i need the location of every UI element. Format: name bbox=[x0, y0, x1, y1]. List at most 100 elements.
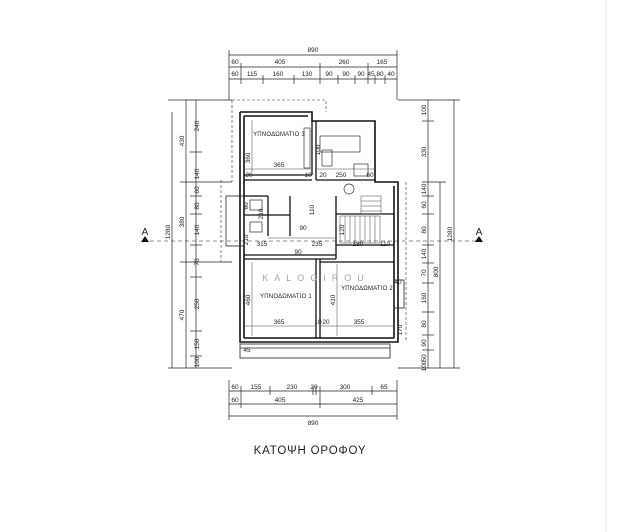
exterior-walls bbox=[239, 111, 399, 343]
svg-text:20: 20 bbox=[245, 172, 253, 179]
top-dim: 45 bbox=[367, 71, 375, 78]
right-dim: 140 bbox=[421, 183, 428, 194]
right-dim: 90 bbox=[421, 339, 428, 347]
svg-text:315: 315 bbox=[257, 241, 268, 248]
right-overall-dim: 1280 bbox=[447, 226, 454, 241]
right-dimension-lines bbox=[398, 99, 460, 369]
svg-text:235: 235 bbox=[312, 241, 323, 248]
left-dim: 240 bbox=[194, 120, 201, 131]
roof-outline bbox=[220, 99, 407, 342]
top-overall-dim: 890 bbox=[308, 47, 319, 54]
top-dim: 80 bbox=[376, 71, 384, 78]
room-label-bedroom-1: ΥΠΝΟΔΩΜΑΤΙΟ 1 bbox=[260, 294, 312, 300]
bottom-dim: 300 bbox=[340, 384, 351, 391]
top-dim: 60 bbox=[231, 59, 239, 66]
svg-text:60: 60 bbox=[366, 172, 374, 179]
left-dimension-lines bbox=[168, 99, 232, 369]
balconies bbox=[225, 195, 405, 359]
top-dim: 130 bbox=[302, 71, 313, 78]
bottom-dim: 65 bbox=[380, 384, 388, 391]
svg-text:20: 20 bbox=[319, 172, 327, 179]
top-dimension-labels: 890 60 405 260 165 60 115 160 130 90 90 … bbox=[231, 47, 395, 78]
svg-text:360: 360 bbox=[245, 152, 252, 163]
right-dim: 330 bbox=[421, 146, 428, 157]
plan-title: ΚΑΤΟΨΗ ΟΡΟΦΟΥ bbox=[254, 445, 367, 457]
svg-text:60: 60 bbox=[243, 202, 250, 210]
left-dim: 250 bbox=[194, 298, 201, 309]
left-dim: 380 bbox=[179, 216, 186, 227]
top-dim: 405 bbox=[275, 59, 286, 66]
right-dim: 100 bbox=[421, 360, 428, 371]
left-overall-dim: 1280 bbox=[165, 224, 172, 239]
right-dim: 80 bbox=[421, 320, 428, 328]
bottom-dim: 155 bbox=[251, 384, 262, 391]
svg-text:A: A bbox=[142, 227, 149, 238]
bottom-dim: 425 bbox=[353, 397, 364, 404]
right-dimension-labels: 100 330 140 60 80 140 70 160 80 90 50 10… bbox=[421, 104, 454, 371]
left-dim: 140 bbox=[194, 224, 201, 235]
bottom-dim: 60 bbox=[231, 384, 239, 391]
svg-text:45: 45 bbox=[243, 347, 251, 354]
svg-text:210: 210 bbox=[258, 208, 265, 219]
svg-text:40: 40 bbox=[394, 279, 402, 286]
room-label-bedroom-2: ΥΠΝΟΔΩΜΑΤΙΟ 2 bbox=[341, 286, 393, 292]
svg-text:250: 250 bbox=[336, 172, 347, 179]
bottom-dim: 405 bbox=[275, 397, 286, 404]
svg-text:410: 410 bbox=[330, 294, 337, 305]
stairs bbox=[339, 195, 382, 244]
room-dimension-lines bbox=[244, 120, 394, 336]
interior-dimension-labels: 360 365 250 60 20 10 20 100 210 315 90 2… bbox=[243, 144, 404, 354]
bottom-dim: 230 bbox=[287, 384, 298, 391]
top-dim: 90 bbox=[357, 71, 365, 78]
right-dim: 70 bbox=[421, 269, 428, 277]
right-dim: 50 bbox=[421, 354, 428, 362]
bottom-dimension-labels: 60 155 230 20 300 65 60 405 425 890 bbox=[231, 384, 388, 427]
right-dim: 800 bbox=[433, 266, 440, 277]
svg-text:365: 365 bbox=[274, 319, 285, 326]
svg-text:90: 90 bbox=[294, 249, 302, 256]
svg-text:120: 120 bbox=[339, 224, 346, 235]
top-dimension-lines bbox=[228, 50, 398, 100]
left-dimension-labels: 1280 430 380 470 240 140 60 80 140 70 25… bbox=[165, 120, 201, 367]
top-dim: 165 bbox=[377, 59, 388, 66]
svg-text:10: 10 bbox=[304, 172, 312, 179]
top-dim: 260 bbox=[339, 59, 350, 66]
bottom-dim: 60 bbox=[231, 397, 239, 404]
watermark-text: KALOGIROU bbox=[262, 273, 370, 283]
right-dim: 140 bbox=[421, 248, 428, 259]
left-dim: 430 bbox=[179, 135, 186, 146]
left-dim: 80 bbox=[194, 202, 201, 210]
svg-text:365: 365 bbox=[274, 162, 285, 169]
left-dim: 150 bbox=[194, 338, 201, 349]
svg-text:170: 170 bbox=[397, 324, 404, 335]
bottom-dimension-lines bbox=[228, 380, 398, 420]
svg-text:355: 355 bbox=[354, 319, 365, 326]
svg-text:460: 460 bbox=[245, 294, 252, 305]
top-dim: 90 bbox=[325, 71, 333, 78]
svg-text:10: 10 bbox=[314, 319, 322, 326]
svg-text:180: 180 bbox=[353, 241, 364, 248]
top-dim: 40 bbox=[387, 71, 395, 78]
svg-text:A: A bbox=[476, 227, 483, 238]
left-dim: 70 bbox=[194, 258, 201, 266]
top-dim: 90 bbox=[342, 71, 350, 78]
left-dim: 100 bbox=[194, 356, 201, 367]
left-dim: 470 bbox=[179, 309, 186, 320]
room-label-bedroom-3: ΥΠΝΟΔΩΜΑΤΙΟ 3 bbox=[253, 132, 305, 138]
right-dim: 60 bbox=[421, 201, 428, 209]
svg-text:110: 110 bbox=[309, 204, 316, 215]
bottom-overall-dim: 890 bbox=[308, 420, 319, 427]
right-dim: 80 bbox=[421, 226, 428, 234]
svg-text:210: 210 bbox=[243, 234, 250, 245]
top-dim: 60 bbox=[231, 71, 239, 78]
right-dim: 160 bbox=[421, 292, 428, 303]
svg-text:20: 20 bbox=[322, 319, 330, 326]
section-marker-right: A bbox=[475, 227, 483, 242]
left-dim: 140 bbox=[194, 168, 201, 179]
top-dim: 160 bbox=[273, 71, 284, 78]
left-dim: 60 bbox=[194, 186, 201, 194]
svg-text:110: 110 bbox=[380, 241, 391, 248]
top-dim: 115 bbox=[247, 71, 258, 78]
svg-text:90: 90 bbox=[299, 225, 307, 232]
